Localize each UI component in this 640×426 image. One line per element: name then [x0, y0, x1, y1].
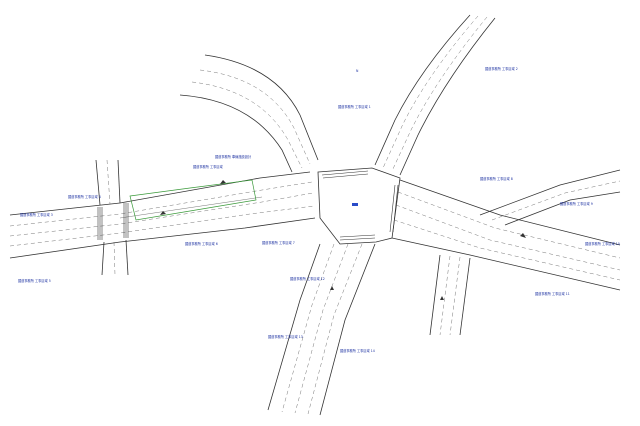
- northeast-road: [374, 14, 496, 176]
- annotations: 國道事務所 車線施設設計 國道事務所 工事区域 國道事務所 工事区域 1 國道事…: [18, 66, 620, 353]
- east-road: [391, 179, 621, 291]
- traffic-signal-symbol: [352, 203, 358, 206]
- lane-arrows: [160, 180, 526, 300]
- east-upper-road: [479, 169, 621, 226]
- central-intersection: [317, 167, 401, 245]
- construction-boundary: [129, 179, 257, 221]
- label-c-1: 國道事務所 工事区域 6: [185, 241, 218, 246]
- northwest-road: [179, 54, 319, 173]
- label-s-1: 國道事務所 工事区域 12: [290, 276, 325, 281]
- west-crosswalks: [97, 203, 129, 240]
- label-s-3: 國道事務所 工事区域 14: [340, 348, 375, 353]
- southeast-road: [429, 254, 471, 336]
- north-marker: N: [356, 69, 359, 73]
- label-nw-1: 國道事務所 車線施設設計: [215, 154, 252, 159]
- label-w-3: 國道事務所 工事区域 5: [18, 278, 51, 283]
- label-se-1: 國道事務所 工事区域 11: [535, 291, 570, 296]
- label-s-2: 國道事務所 工事区域 13: [268, 334, 303, 339]
- west-road: [9, 171, 316, 259]
- label-n-1: 國道事務所 工事区域 1: [338, 104, 371, 109]
- label-e-2: 國道事務所 工事区域 9: [560, 201, 593, 206]
- label-w-2: 國道事務所 工事区域 4: [68, 194, 101, 199]
- label-e-3: 國道事務所 工事区域 10: [585, 241, 620, 246]
- label-e-1: 國道事務所 工事区域 8: [480, 176, 513, 181]
- label-w-1: 國道事務所 工事区域 3: [20, 212, 53, 217]
- label-ne-1: 國道事務所 工事区域 2: [485, 66, 518, 71]
- west-cross-street: [95, 159, 129, 276]
- label-nw-2: 國道事務所 工事区域: [193, 164, 224, 169]
- label-c-2: 國道事務所 工事区域 7: [262, 240, 295, 245]
- south-road: [267, 243, 376, 416]
